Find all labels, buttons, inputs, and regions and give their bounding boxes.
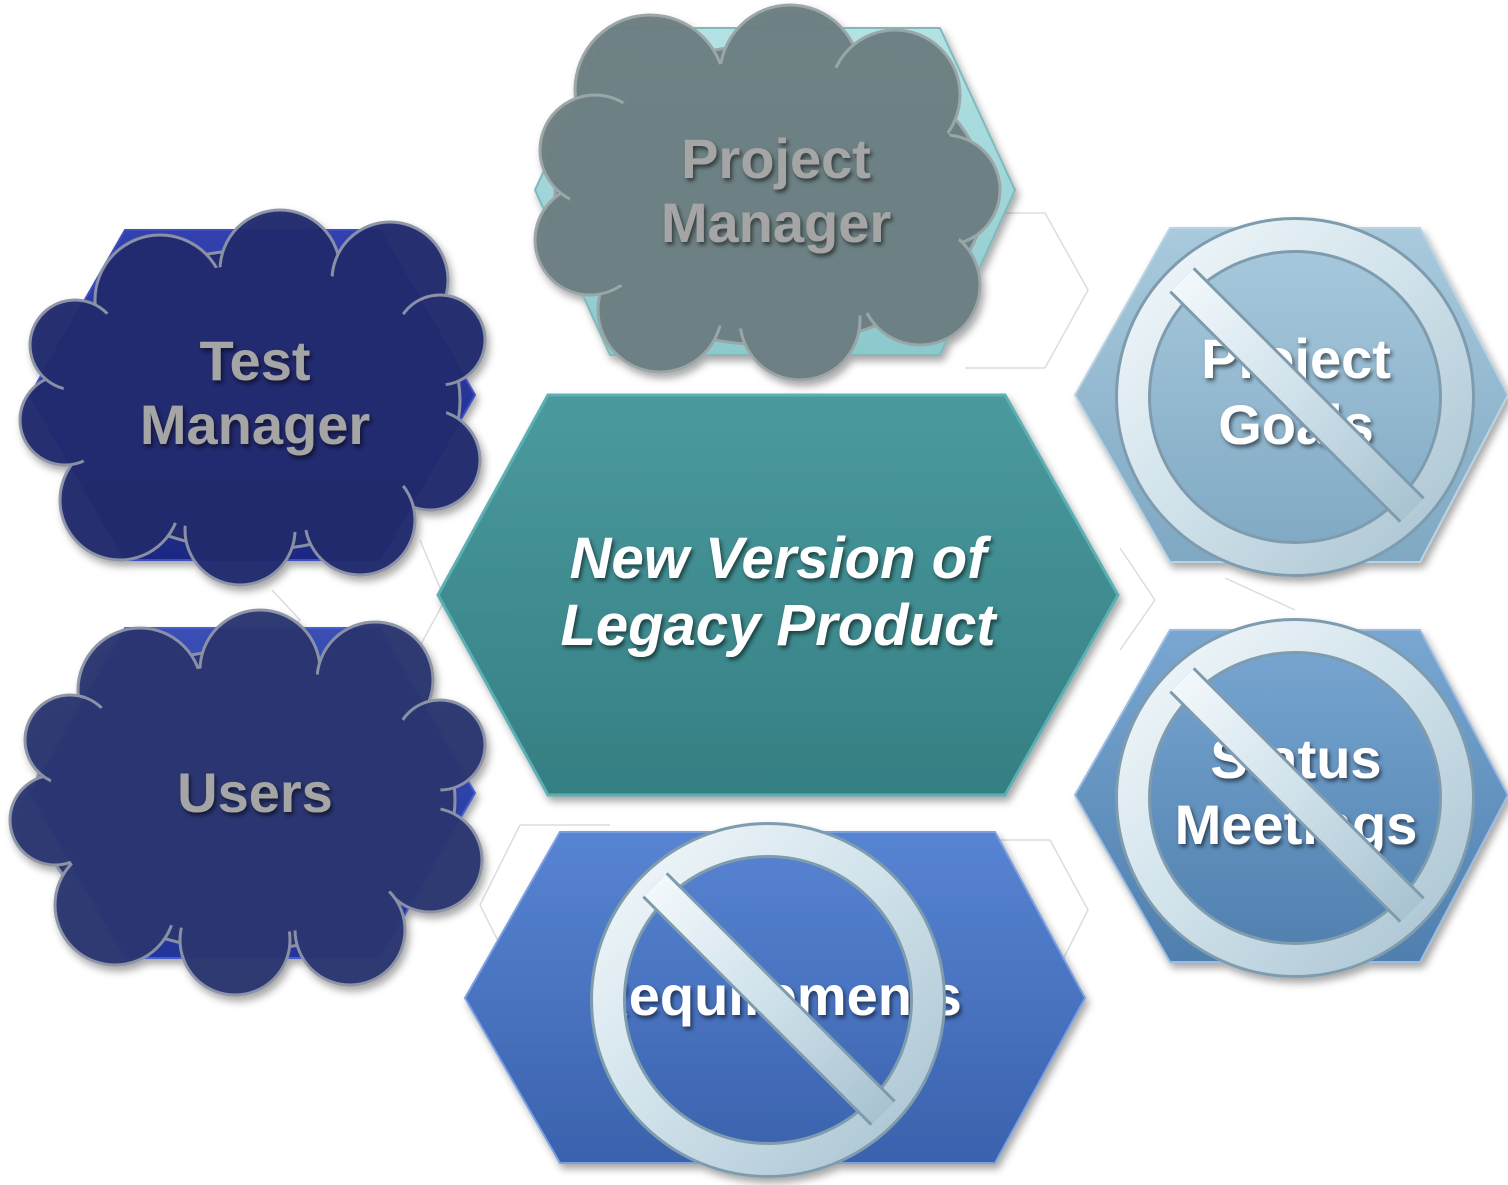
test-manager-label-1: Test (200, 329, 311, 392)
users-label: Users (177, 761, 333, 824)
cloud-overlay (18, 208, 487, 587)
center-label-1: New Version of (570, 526, 993, 591)
project-manager-label-1: Project (681, 127, 871, 190)
node-project-manager: Project Manager (533, 3, 1017, 382)
node-center: New Version of Legacy Product (436, 393, 1120, 797)
node-requirements: Requirements (463, 822, 1087, 1178)
node-status-meetings: Status Meetings (1073, 618, 1508, 978)
test-manager-label-2: Manager (140, 393, 370, 456)
node-test-manager: Test Manager (18, 208, 487, 587)
cloud-overlay (533, 3, 1002, 382)
project-manager-label-2: Manager (661, 191, 891, 254)
prohibited-icon (590, 822, 946, 1178)
node-users: Users (8, 608, 487, 997)
center-label-2: Legacy Product (560, 593, 998, 658)
cloud-overlay (8, 608, 487, 997)
prohibited-icon (1115, 217, 1475, 577)
node-project-goals: Project Goals (1073, 217, 1508, 577)
center-hexagon (436, 393, 1120, 797)
prohibited-icon (1115, 618, 1475, 978)
